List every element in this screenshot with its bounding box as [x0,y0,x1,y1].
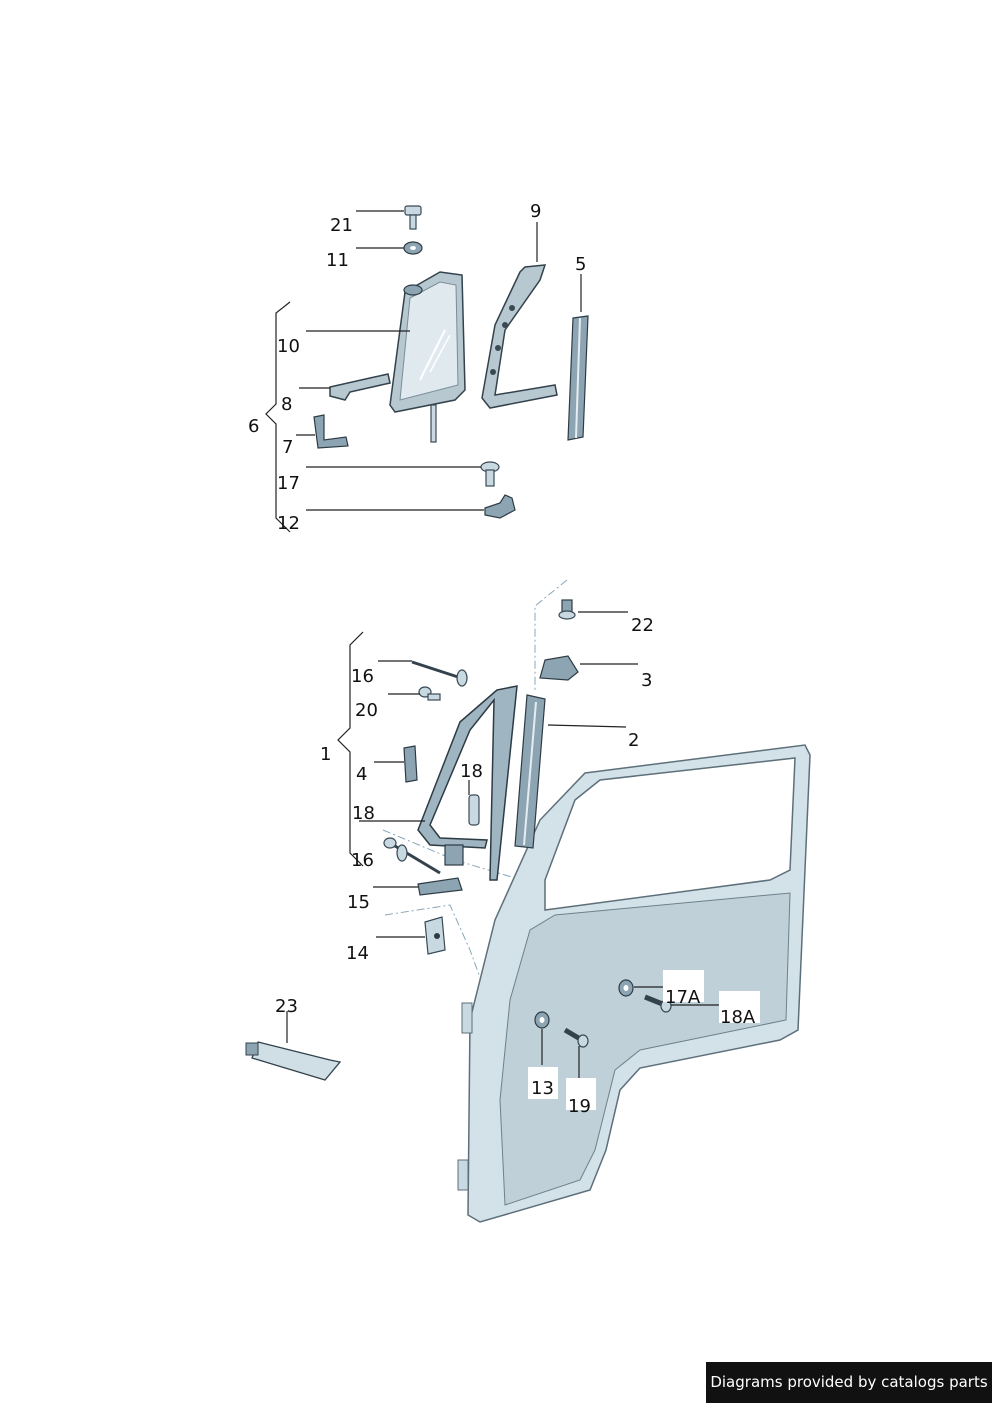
vent-glass-10 [389,271,466,443]
bracket-7 [313,414,349,449]
bolt-21 [404,205,422,230]
latch-12 [484,494,516,519]
callout-14: 14 [346,943,369,964]
callout-18-frame: 18 [352,803,375,824]
callout-12: 12 [277,513,300,534]
callout-16-upper: 16 [351,666,374,687]
callout-20: 20 [355,700,378,721]
callout-13: 13 [531,1078,554,1099]
sealant-tube-23 [245,1041,342,1081]
rivet-16-lower [383,837,441,875]
bolt-20 [418,686,441,701]
seal-8 [329,373,391,401]
washer-17A [618,979,634,997]
callout-3: 3 [641,670,652,691]
callout-18-pin: 18 [460,761,483,782]
door-panel [457,744,811,1223]
strip-2 [514,694,546,849]
callout-6: 6 [248,416,259,437]
callout-19: 19 [568,1096,591,1117]
washer-11 [403,241,423,255]
clip-4 [403,745,418,783]
callout-15: 15 [347,892,370,913]
callout-1: 1 [320,744,331,765]
callout-11: 11 [326,250,349,271]
callout-18A: 18A [720,1007,756,1028]
vent-window-assembly [265,205,589,533]
vent-frame-18 [417,685,518,881]
bracket-3 [539,655,579,681]
callout-22: 22 [631,615,654,636]
callout-5: 5 [575,254,586,275]
rivet-17 [480,461,500,487]
callout-17: 17 [277,473,300,494]
washer-13 [534,1011,550,1029]
callout-17A: 17A [665,987,701,1008]
callout-9: 9 [530,201,541,222]
rivet-16-upper [411,660,468,687]
plate-14 [424,916,446,955]
callout-23: 23 [275,996,298,1017]
callout-4: 4 [356,764,367,785]
bolt-19 [563,1027,589,1048]
bracket-15 [417,877,463,896]
callout-8: 8 [281,394,292,415]
screw-22 [558,599,576,620]
callout-10: 10 [277,336,300,357]
callout-16-lower: 16 [351,850,374,871]
strip-5 [567,315,589,441]
callout-labels: 21 11 9 5 10 8 6 7 17 12 22 16 3 20 2 1 … [248,201,756,1117]
callout-7: 7 [282,437,293,458]
callout-21: 21 [330,215,353,236]
callout-2: 2 [628,730,639,751]
credit-banner: Diagrams provided by catalogs parts [706,1362,992,1403]
frame-seal-9 [481,264,558,409]
pin-18 [468,794,480,826]
door-assembly [245,579,811,1223]
